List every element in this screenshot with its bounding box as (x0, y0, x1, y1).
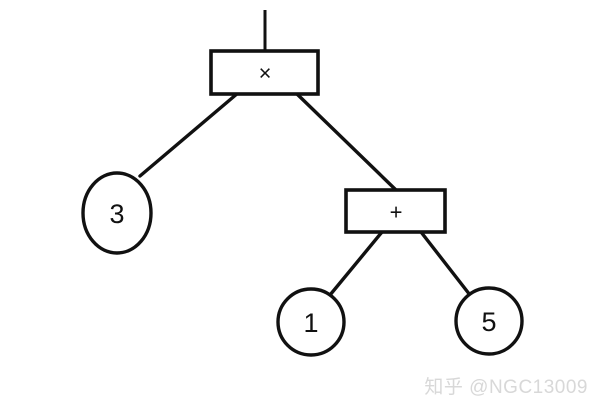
node-operator-multiply[interactable]: × (209, 49, 320, 96)
edge-plus-to-5 (419, 230, 472, 297)
edge-multiply-to-3 (138, 91, 240, 178)
edge-plus-to-1 (328, 230, 384, 297)
leaf-1-label: 1 (303, 308, 318, 338)
leaf-1-circle[interactable] (276, 287, 346, 357)
leaf-3-ellipse[interactable] (81, 171, 153, 255)
operator-plus-box[interactable] (344, 188, 447, 234)
operator-multiply-box[interactable] (209, 49, 320, 96)
edge-multiply-to-plus (295, 92, 398, 192)
node-leaf-5[interactable]: 5 (454, 286, 524, 356)
watermark-text: 知乎 @NGC13009 (424, 377, 588, 398)
node-leaf-3[interactable]: 3 (81, 171, 153, 255)
operator-plus-label: + (390, 200, 403, 225)
operator-multiply-label: × (259, 61, 272, 86)
node-leaf-1[interactable]: 1 (276, 287, 346, 357)
node-operator-plus[interactable]: + (344, 188, 447, 234)
leaf-5-label: 5 (481, 307, 496, 337)
leaf-3-label: 3 (109, 199, 124, 229)
leaf-5-circle[interactable] (454, 286, 524, 356)
